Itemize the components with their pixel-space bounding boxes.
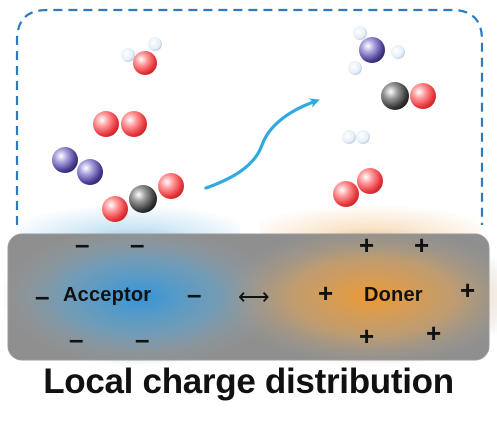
minus-sign: – [135, 324, 150, 354]
hydrogen-molecule-right [342, 130, 370, 144]
co2-molecule-left [102, 173, 184, 222]
plus-sign: + [318, 278, 334, 308]
oxygen-molecule-right [333, 168, 383, 207]
acceptor-label: Acceptor [63, 284, 152, 306]
minus-sign: – [130, 229, 145, 259]
plus-sign: + [359, 230, 375, 260]
nitrogen-molecule-left [52, 147, 103, 185]
dashed-frame [15, 8, 484, 225]
minus-sign: – [187, 279, 202, 309]
doner-label: Doner [364, 284, 423, 306]
diagram-caption: Local charge distribution [43, 362, 454, 401]
water-molecule-left [121, 37, 162, 75]
minus-sign: – [35, 281, 50, 311]
double-arrow-icon: ⟷ [238, 284, 270, 309]
plus-sign: + [460, 275, 476, 305]
nitrogen-hydride-molecule-right [348, 26, 405, 75]
co-molecule-right [381, 82, 436, 110]
charge-band [0, 227, 497, 367]
plus-sign: + [359, 321, 375, 351]
minus-sign: – [69, 324, 84, 354]
plus-sign: + [426, 318, 442, 348]
plus-sign: + [414, 230, 430, 260]
minus-sign: – [75, 229, 90, 259]
oxygen-molecule-left [93, 111, 147, 137]
transfer-arrow [204, 98, 320, 190]
